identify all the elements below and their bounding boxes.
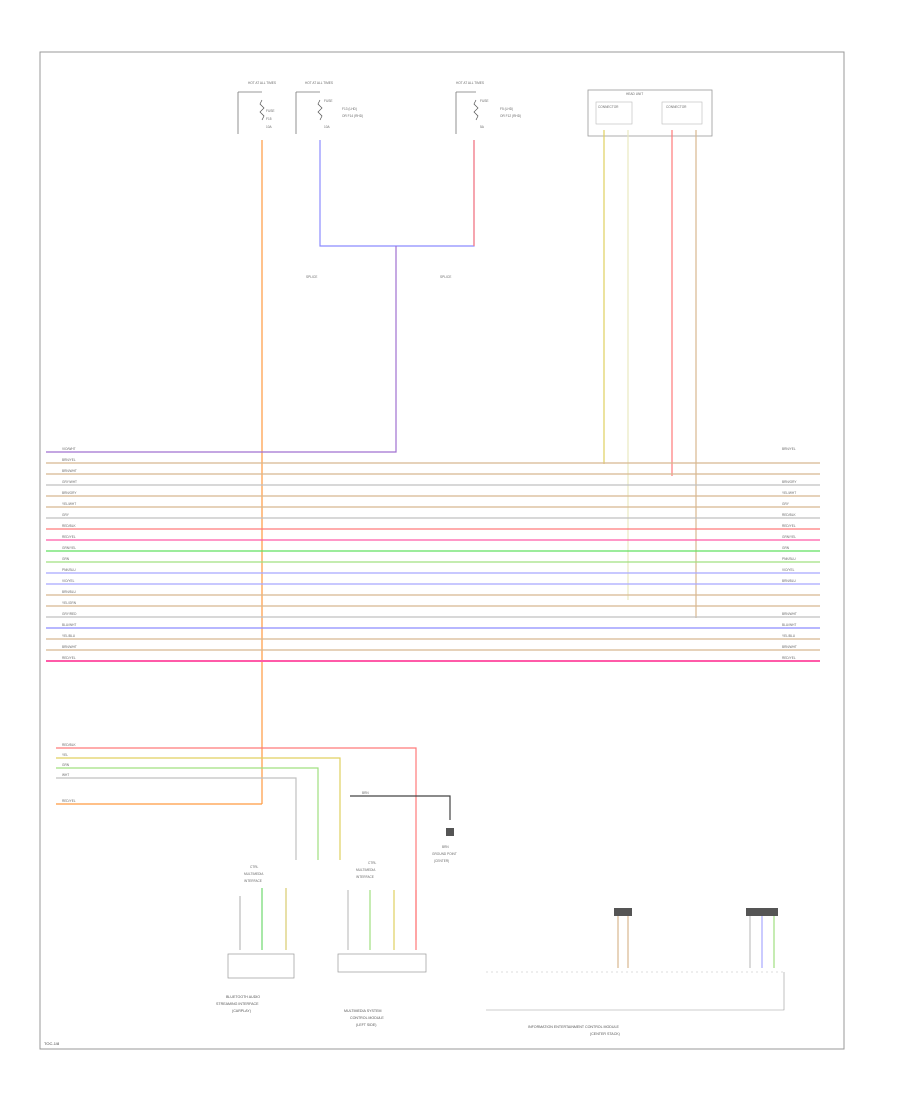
bus-label-left-7: RED/BLK (62, 524, 77, 528)
bus-label-left-9: GRN/YEL (62, 546, 76, 550)
bt-name-1: STREAMING INTERFACE (216, 1002, 259, 1006)
bus-label-left-6: GRY (62, 513, 70, 517)
lower-bus-label-1: YEL (62, 753, 68, 757)
mm-name-1: CONTROL MODULE (350, 1016, 384, 1020)
fuse-1-line-2: 10A (266, 125, 273, 129)
bus-label-right-19: RED/YEL (782, 656, 796, 660)
mm-top-1: MULTIMEDIA (356, 868, 376, 872)
bus-label-right-15: BRN/WHT (782, 612, 797, 616)
bus-label-left-5: YEL/WHT (62, 502, 76, 506)
bt-top-2: INTERFACE (244, 879, 262, 883)
bus-label-right-5: GRY (782, 502, 790, 506)
fuse-2-line-3: 10A (324, 125, 331, 129)
fuse-2-line-1: F13 (LHD) (342, 107, 357, 111)
fuse-block-1: HOT AT ALL TIMES FUSE F15 10A (237, 81, 276, 134)
bus-label-right-7: RED/YEL (782, 524, 796, 528)
fuse-3-line-1: F5 (LHD) (500, 107, 513, 111)
ground-label-0: BRN (442, 845, 449, 849)
fuse-2-line-2: OR F14 (RHD) (342, 114, 363, 118)
diagram-frame (39, 51, 845, 1050)
bus-label-left-18: BRN/WHT (62, 645, 77, 649)
splice-label-right: SPLICE (440, 275, 451, 279)
bus-label-left-0: VIO/WHT (62, 447, 76, 451)
lower-bus-label-3: WHT (62, 773, 69, 777)
bus-label-left-15: GRY/RED (62, 612, 77, 616)
head-unit-right-group: CONNECTOR (666, 105, 687, 109)
bus-label-right-16: BLU/WHT (782, 623, 796, 627)
multimedia-module: CTRL MULTIMEDIA INTERFACE MULTIMEDIA SYS… (337, 861, 427, 1027)
bt-top-1: MULTIMEDIA (244, 872, 264, 876)
fuse-block-2: HOT AT ALL TIMES FUSE F13 (LHD) OR F14 (… (295, 81, 363, 134)
page-reference: TOC-1/8 (44, 1041, 60, 1046)
bus-label-left-1: BRN/YEL (62, 458, 76, 462)
fuse-3-line-2: OR F12 (RHD) (500, 114, 521, 118)
bt-name-2: (CARPLAY) (232, 1009, 251, 1013)
lower-bus (56, 747, 451, 940)
bus-label-left-8: RED/YEL (62, 535, 76, 539)
bus-label-left-4: BRN/GRY (62, 491, 77, 495)
fuse-3-line-0: FUSE (480, 99, 489, 103)
mm-top-0: CTRL (368, 861, 377, 865)
bt-name-0: BLUETOOTH AUDIO (226, 995, 260, 999)
main-bus: VIO/WHT BRN/YEL BRN/YEL BRN/WHT GRY/WHT BRN/G… (46, 447, 820, 662)
bus-label-right-0: BRN/YEL (782, 447, 796, 451)
bus-label-left-16: BLU/WHT (62, 623, 76, 627)
bus-label-right-12: BRN/BLU (782, 579, 797, 583)
bus-label-left-13: BRN/BLU (62, 590, 77, 594)
bus-label-left-2: BRN/WHT (62, 469, 77, 473)
bus-label-left-14: YEL/GRN (62, 601, 77, 605)
fuse-2-line-0: FUSE (324, 99, 333, 103)
mm-name-2: (LEFT SIDE) (356, 1023, 377, 1027)
head-unit-left-group: CONNECTOR (598, 105, 619, 109)
bus-label-right-8: GRN/YEL (782, 535, 796, 539)
info-name-0: INFORMATION ENTERTAINMENT CONTROL MODULE (528, 1025, 619, 1029)
lower-bus-label-0: RED/BLK (62, 743, 77, 747)
fuse-1-header: HOT AT ALL TIMES (248, 81, 276, 85)
bus-label-right-10: PNK/BLU (782, 557, 796, 561)
bus-label-left-3: GRY/WHT (62, 480, 77, 484)
ground-label-2: (CENTER) (434, 859, 449, 863)
bus-label-right-6: RED/BLK (782, 513, 797, 517)
top-wires (46, 130, 697, 804)
lower-bus-label-5: RED/YEL (62, 799, 76, 803)
bus-label-right-9: GRN (782, 546, 790, 550)
bus-label-left-17: YEL/BLU (62, 634, 76, 638)
info-name-1: (CENTER STACK) (590, 1032, 620, 1036)
splice-small: BRN (362, 791, 369, 795)
fuse-3-line-3: 5A (480, 125, 485, 129)
splice-label-left: SPLICE (306, 275, 317, 279)
bus-label-left-12: VIO/YEL (62, 579, 75, 583)
bus-label-left-11: PNK/BLU (62, 568, 76, 572)
fuse-block-3: HOT AT ALL TIMES FUSE F5 (LHD) OR F12 (R… (455, 81, 521, 134)
fuse-1-line-1: F15 (266, 117, 272, 121)
bluetooth-module: CTRL MULTIMEDIA INTERFACE BLUETOOTH AUDI… (216, 865, 295, 1013)
bus-label-right-18: BRN/WHT (782, 645, 797, 649)
mm-top-2: INTERFACE (356, 875, 374, 879)
mm-name-0: MULTIMEDIA SYSTEM (344, 1009, 381, 1013)
infotainment-module: INFORMATION ENTERTAINMENT CONTROL MODULE… (486, 908, 785, 1036)
ground-label-1: GROUND POINT (432, 852, 457, 856)
fuse-2-header: HOT AT ALL TIMES (305, 81, 333, 85)
head-unit-title: HEAD UNIT (626, 92, 643, 96)
bus-label-right-17: YEL/BLU (782, 634, 796, 638)
bus-label-right-11: VIO/YEL (782, 568, 795, 572)
ground-point: BRN GROUND POINT (CENTER) (432, 828, 457, 863)
fuse-1-line-0: FUSE (266, 109, 275, 113)
bus-label-left-10: GRN (62, 557, 70, 561)
fuse-3-header: HOT AT ALL TIMES (456, 81, 484, 85)
bus-label-left-19: RED/YEL (62, 656, 76, 660)
lower-bus-label-2: GRN (62, 763, 70, 767)
bus-label-right-3: BRN/GRY (782, 480, 797, 484)
bt-top-0: CTRL (250, 865, 259, 869)
head-unit: HEAD UNIT CONNECTOR CONNECTOR (587, 89, 713, 137)
bus-label-right-4: YEL/WHT (782, 491, 796, 495)
